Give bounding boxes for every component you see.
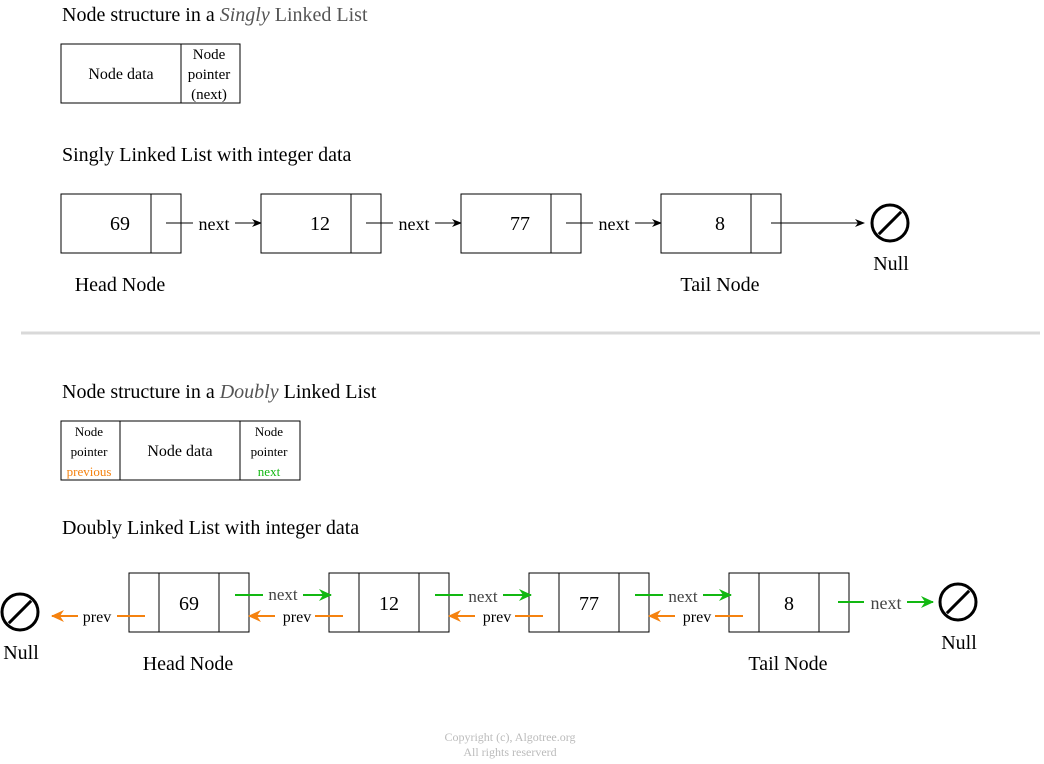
singly-head-label: Head Node	[75, 274, 166, 296]
doubly-structure-title: Node structure in a Doubly Linked List	[62, 381, 377, 403]
node-data-box	[158, 572, 220, 633]
tail-next-link: next	[838, 593, 934, 613]
next-link-label: next	[399, 214, 430, 234]
doubly-node-1: 69	[128, 572, 250, 633]
doubly-link-1-2: next prev	[235, 585, 343, 626]
structure-prev-line-2: pointer	[71, 444, 108, 459]
node-data-box	[60, 193, 152, 254]
structure-next-line-1: Node	[255, 424, 283, 439]
node-prev-box	[728, 572, 760, 633]
node-value: 69	[110, 213, 130, 235]
head-prev-link: prev	[51, 609, 145, 626]
structure-pointer-line-2: pointer	[188, 67, 231, 83]
structure-prev-line-1: Node	[75, 424, 103, 439]
node-data-box	[260, 193, 352, 254]
singly-null-label: Null	[873, 253, 909, 275]
next-link-label: next	[199, 214, 230, 234]
doubly-structure-node: Node pointer previous Node data Node poi…	[60, 420, 301, 481]
doubly-link-3-4: next prev	[635, 587, 743, 626]
structure-data-box	[60, 43, 182, 104]
node-prev-box	[328, 572, 360, 633]
singly-list-title: Singly Linked List with integer data	[62, 144, 352, 166]
doubly-null-left-label: Null	[3, 642, 39, 664]
structure-pointer-box	[180, 43, 241, 104]
structure-pointer-line-1: Node	[193, 47, 226, 63]
node-value: 12	[379, 593, 399, 615]
doubly-linked-list: 69 12 77 8 next prev next prev next prev prev next	[51, 572, 934, 633]
doubly-list-title: Doubly Linked List with integer data	[62, 517, 359, 539]
structure-prev-line-3: previous	[67, 464, 112, 479]
singly-structure-title: Node structure in a Singly Linked List	[62, 4, 368, 26]
structure-next-line-2: pointer	[251, 444, 288, 459]
node-value: 12	[310, 213, 330, 235]
structure-pointer-line-3: (next)	[191, 87, 227, 103]
node-next-box	[218, 572, 250, 633]
node-next-box	[618, 572, 650, 633]
node-value: 77	[579, 593, 599, 615]
null-slash	[7, 599, 33, 625]
structure-data-label: Node data	[88, 66, 153, 83]
singly-node-4: 8	[660, 193, 865, 254]
doubly-link-2-3: next prev	[435, 587, 543, 626]
doubly-null-right-label: Null	[941, 632, 977, 654]
singly-structure-node: Node data Node pointer (next)	[60, 43, 241, 104]
singly-node-2: 12 next	[260, 193, 462, 254]
null-slash	[945, 589, 971, 615]
next-link-label: next	[468, 587, 498, 606]
node-data-box	[558, 572, 620, 633]
next-link-label: next	[668, 587, 698, 606]
doubly-node-2: 12	[328, 572, 450, 633]
copyright-line-1: Copyright (c), Algotree.org	[444, 730, 575, 744]
singly-tail-label: Tail Node	[680, 274, 759, 296]
prev-link-label: prev	[683, 609, 711, 626]
prev-link-label: prev	[283, 609, 311, 626]
next-link-label: next	[871, 593, 902, 613]
singly-linked-list: 69 next 12 next 77 next 8	[60, 193, 865, 254]
null-circle	[0, 592, 40, 632]
copyright-line-2: All rights reserverd	[463, 745, 556, 759]
node-prev-box	[128, 572, 160, 633]
singly-node-1: 69 next	[60, 193, 262, 254]
structure-data-label: Node data	[147, 443, 212, 460]
singly-null-symbol	[870, 203, 910, 243]
doubly-tail-label: Tail Node	[748, 653, 827, 675]
doubly-null-left-symbol	[0, 592, 40, 632]
node-next-box	[418, 572, 450, 633]
singly-node-3: 77 next	[460, 193, 662, 254]
structure-next-line-3: next	[258, 464, 281, 479]
next-link-label: next	[599, 214, 630, 234]
node-value: 69	[179, 593, 199, 615]
node-data-box	[460, 193, 552, 254]
structure-next-box	[239, 420, 301, 481]
node-value: 8	[784, 593, 794, 615]
doubly-node-4: 8	[728, 572, 850, 633]
node-data-box	[660, 193, 752, 254]
node-value: 8	[715, 213, 725, 235]
doubly-node-3: 77	[528, 572, 650, 633]
doubly-head-label: Head Node	[143, 653, 234, 675]
next-link-label: next	[268, 585, 298, 604]
node-value: 77	[510, 213, 530, 235]
prev-link-label: prev	[483, 609, 511, 626]
prev-link-label: prev	[83, 609, 111, 626]
node-prev-box	[528, 572, 560, 633]
null-slash	[877, 210, 903, 236]
structure-data-box	[119, 420, 241, 481]
doubly-null-right-symbol	[938, 582, 978, 622]
null-circle	[938, 582, 978, 622]
null-circle	[870, 203, 910, 243]
